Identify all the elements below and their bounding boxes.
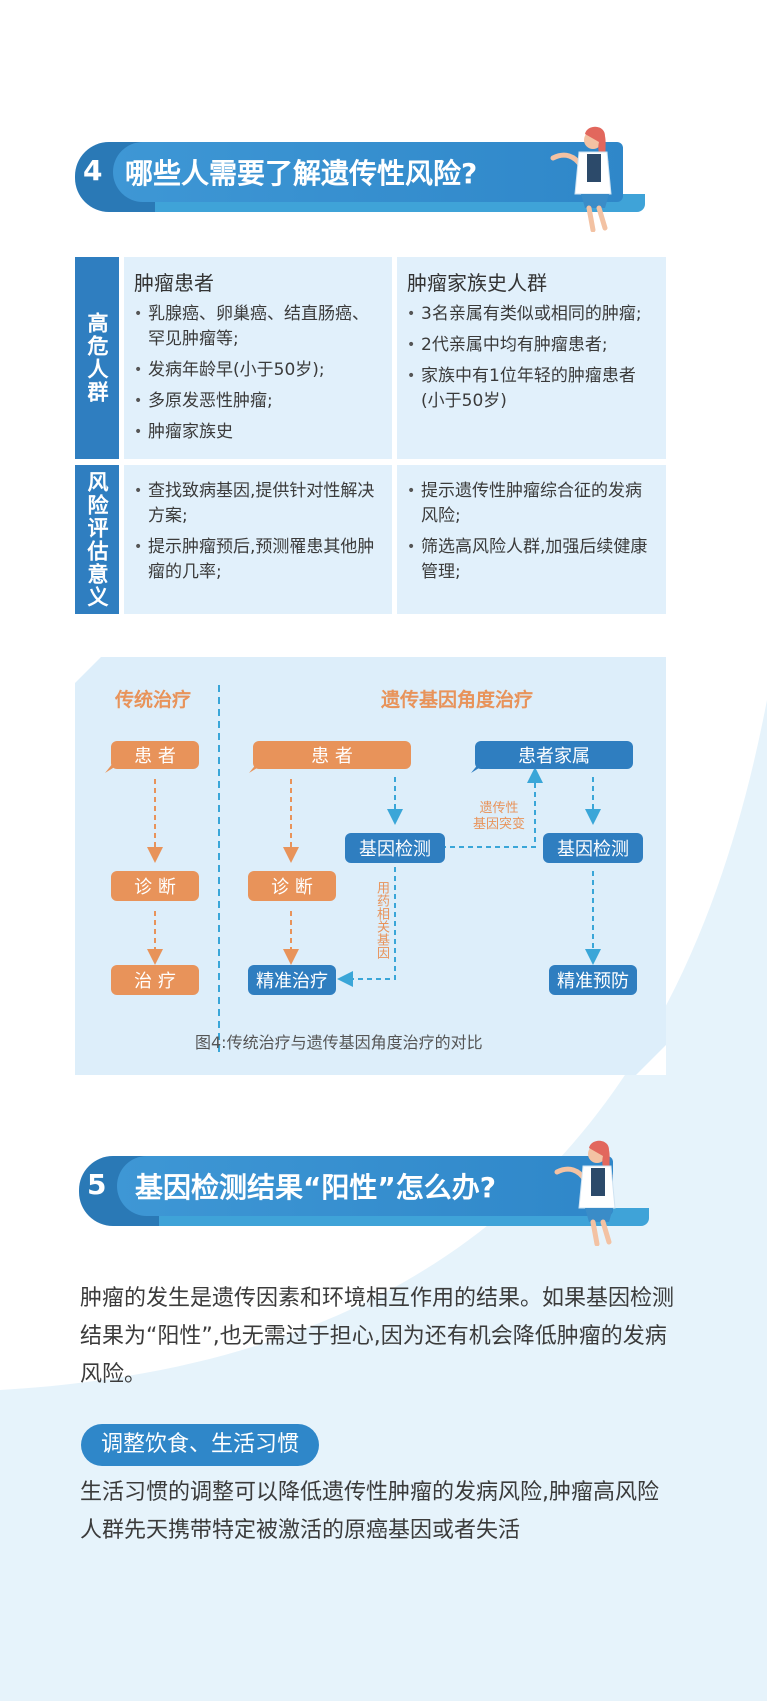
list-item: 2代亲属中均有肿瘤患者;: [407, 333, 656, 358]
cell-tumor-patients: 肿瘤患者 乳腺癌、卵巢癌、结直肠癌、罕见肿瘤等; 发病年龄早(小于50岁); 多…: [124, 257, 392, 459]
list-item: 筛选高风险人群,加强后续健康管理;: [407, 535, 656, 585]
row-label-high-risk: 高危人群: [75, 257, 119, 459]
trad-patient-box: 患 者: [111, 741, 199, 769]
gen-test-left-box: 基因检测: [345, 833, 445, 863]
section-4-header: 4 哪些人需要了解遗传性风险?: [75, 126, 645, 232]
gen-family-box: 患者家属: [475, 741, 633, 769]
gen-precise-treatment-box: 精准治疗: [248, 965, 336, 995]
diet-habit-pill: 调整饮食、生活习惯: [81, 1424, 320, 1466]
list-item: 肿瘤家族史: [134, 420, 382, 445]
gen-patient-box: 患 者: [253, 741, 411, 769]
row-label-risk-assessment: 风险评估意义: [75, 465, 119, 614]
cell-assessment-family: 提示遗传性肿瘤综合征的发病风险; 筛选高风险人群,加强后续健康管理;: [397, 465, 666, 614]
list-item: 提示肿瘤预后,预测罹患其他肿瘤的几率;: [134, 535, 382, 585]
cell-assessment-patients: 查找致病基因,提供针对性解决方案; 提示肿瘤预后,预测罹患其他肿瘤的几率;: [124, 465, 392, 614]
list-item: 3名亲属有类似或相同的肿瘤;: [407, 302, 656, 327]
list-item: 多原发恶性肿瘤;: [134, 389, 382, 414]
mutation-label: 遗传性 基因突变: [472, 801, 525, 832]
gen-precise-prevention-box: 精准预防: [549, 965, 637, 995]
diagram-connectors: [75, 657, 666, 1075]
trad-treatment-box: 治 疗: [111, 965, 199, 995]
drug-gene-label: 用药相关基因: [374, 881, 389, 959]
doctor-illustration-icon: [550, 126, 612, 232]
list-item: 提示遗传性肿瘤综合征的发病风险;: [407, 479, 656, 529]
genetic-title: 遗传基因角度治疗: [381, 689, 534, 711]
cell-family-history: 肿瘤家族史人群 3名亲属有类似或相同的肿瘤; 2代亲属中均有肿瘤患者; 家族中有…: [397, 257, 666, 459]
lifestyle-paragraph: 生活习惯的调整可以降低遗传性肿瘤的发病风险,肿瘤高风险人群先天携带特定被激活的原…: [80, 1480, 659, 1543]
trad-diagnosis-box: 诊 断: [111, 871, 199, 901]
gen-diagnosis-box: 诊 断: [248, 871, 336, 901]
section-title: 基因检测结果“阳性”怎么办?: [135, 1171, 497, 1204]
intro-paragraph: 肿瘤的发生是遗传因素和环境相互作用的结果。如果基因检测结果为“阳性”,也无需过于…: [80, 1286, 675, 1387]
section-5-header: 5 基因检测结果“阳性”怎么办?: [79, 1140, 649, 1246]
diagram-caption: 图4:传统治疗与遗传基因角度治疗的对比: [195, 1033, 483, 1052]
traditional-title: 传统治疗: [115, 689, 192, 711]
section-title: 哪些人需要了解遗传性风险?: [125, 157, 478, 190]
list-item: 乳腺癌、卵巢癌、结直肠癌、罕见肿瘤等;: [134, 302, 382, 352]
doctor-illustration-icon: [554, 1140, 616, 1246]
list-item: 发病年龄早(小于50岁);: [134, 358, 382, 383]
section-number: 4: [83, 154, 103, 187]
cell-heading: 肿瘤家族史人群: [407, 271, 547, 295]
cell-heading: 肿瘤患者: [134, 271, 214, 295]
treatment-comparison-diagram: 传统治疗 遗传基因角度治疗 患 者 诊 断 治 疗 患 者 患者家属 基因检测 …: [75, 657, 666, 1075]
gen-test-right-box: 基因检测: [543, 833, 643, 863]
list-item: 家族中有1位年轻的肿瘤患者(小于50岁): [407, 364, 656, 414]
list-item: 查找致病基因,提供针对性解决方案;: [134, 479, 382, 529]
section-number: 5: [87, 1168, 107, 1201]
